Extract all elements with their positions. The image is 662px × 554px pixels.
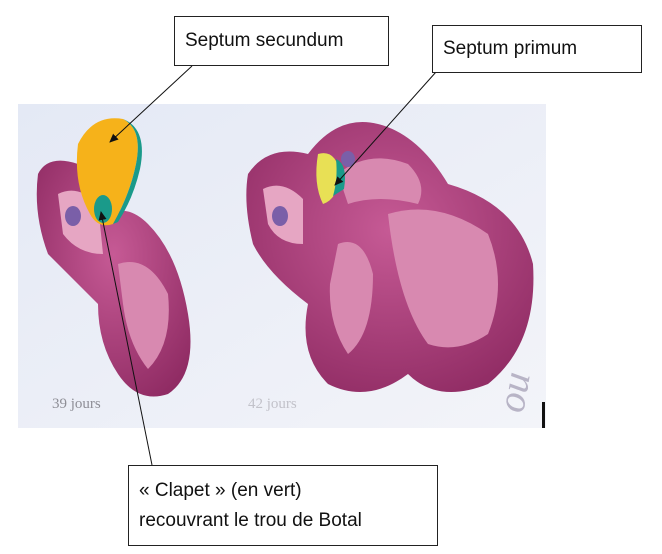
callout-clapet-line2: recouvrant le trou de Botal (139, 510, 362, 532)
clapet-shape (94, 195, 112, 223)
arrow-clapet (98, 211, 153, 466)
heart-42-days (246, 122, 534, 392)
arrow-septum-primum (334, 71, 437, 186)
callout-clapet: « Clapet » (en vert) recouvrant le trou … (128, 465, 438, 546)
arrow-septum-secundum (109, 65, 193, 143)
callout-septum-primum: Septum primum (432, 25, 642, 73)
heart-development-illustration: ou (18, 104, 546, 428)
stage-label-42-days: 42 jours (248, 396, 297, 412)
callout-clapet-line1: « Clapet » (en vert) (139, 480, 302, 501)
callout-septum-primum-text: Septum primum (443, 37, 578, 59)
svg-text:ou: ou (488, 368, 539, 415)
callout-septum-secundum-text: Septum secundum (185, 29, 344, 51)
heart-39-days (36, 118, 191, 397)
stage-label-39-days: 39 jours (52, 396, 101, 412)
septum-secundum-shape (76, 118, 138, 226)
septum-primum-shape (316, 153, 340, 204)
callout-septum-secundum: Septum secundum (174, 16, 389, 66)
